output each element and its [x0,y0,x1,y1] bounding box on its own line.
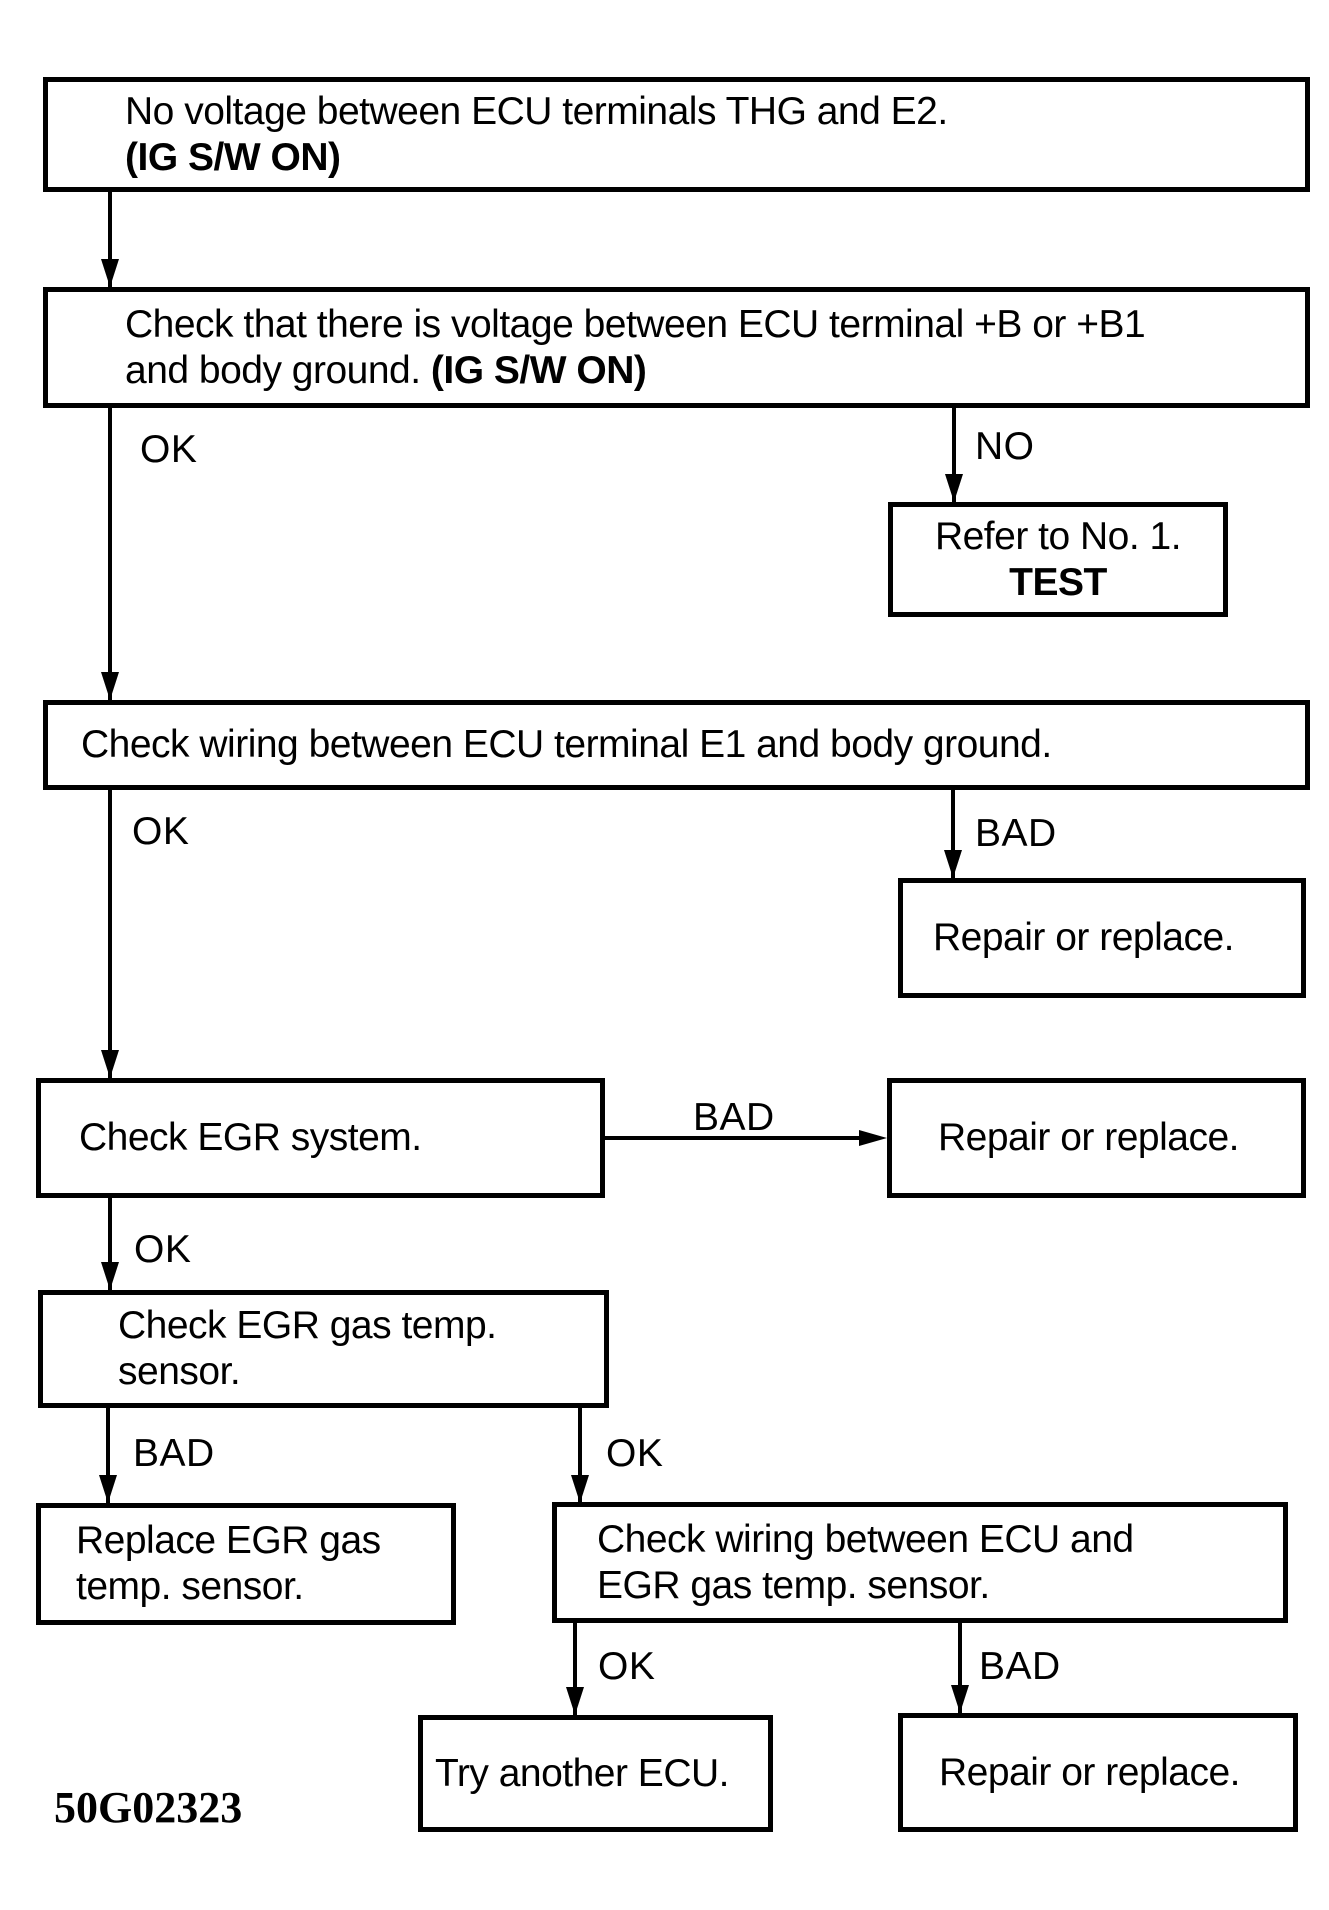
flow-node-refer-test: Refer to No. 1. TEST [888,502,1228,617]
node-text-line-bold: (IG S/W ON) [125,135,341,179]
connector-check-voltage-no [952,408,956,502]
flow-node-repair-1: Repair or replace. [898,878,1306,998]
connector-egr-sensor-bad [106,1408,110,1503]
connector-egr-system-ok [108,1198,112,1290]
connector-wiring-sensor-bad [958,1623,962,1713]
flow-node-repair-3: Repair or replace. [898,1713,1298,1832]
connector-wiring-e1-bad [951,790,955,878]
edge-label-ok-2: OK [132,810,190,853]
node-text-line: Check EGR system. [79,1116,422,1159]
arrowhead-down-icon [571,1475,589,1503]
node-text-line: Try another ECU. [435,1751,729,1795]
flow-node-check-wiring-sensor: Check wiring between ECU and EGR gas tem… [552,1502,1288,1623]
edge-label-no-1: NO [975,425,1035,468]
edge-label-ok-3: OK [134,1228,192,1271]
connector-wiring-sensor-ok [573,1623,577,1715]
arrowhead-down-icon [951,1685,969,1713]
edge-label-ok-5: OK [598,1645,656,1688]
connector-egr-system-bad [605,1136,863,1140]
arrowhead-down-icon [99,1475,117,1503]
flow-node-check-egr-system: Check EGR system. [36,1078,605,1198]
edge-label-bad-2: BAD [693,1096,775,1139]
edge-label-bad-4: BAD [979,1645,1061,1688]
arrowhead-right-icon [859,1130,887,1146]
arrowhead-down-icon [101,259,119,287]
node-text-line: and body ground. (IG S/W ON) [125,348,1305,394]
flow-node-check-egr-sensor: Check EGR gas temp. sensor. [38,1290,609,1408]
figure-code: 50G02323 [54,1783,243,1832]
node-text-line: Refer to No. 1. [934,514,1182,558]
flow-node-repair-2: Repair or replace. [887,1078,1306,1198]
node-text-line: No voltage between ECU terminals THG and… [125,89,948,133]
node-text-line: EGR gas temp. sensor. [597,1563,990,1607]
flow-node-try-another-ecu: Try another ECU. [418,1715,773,1832]
connector-wiring-e1-ok [108,790,112,1078]
node-text-line: sensor. [118,1350,241,1393]
node-text-line: Repair or replace. [938,1116,1239,1159]
arrowhead-down-icon [101,672,119,700]
edge-label-ok-4: OK [606,1432,664,1475]
node-text-line: Check wiring between ECU terminal E1 and… [81,723,1052,766]
node-text-line: Replace EGR gas [76,1519,381,1562]
edge-label-ok-1: OK [140,428,198,471]
node-text-line: Repair or replace. [939,1750,1240,1794]
arrowhead-down-icon [101,1262,119,1290]
node-text-segment-bold: (IG S/W ON) [430,348,647,392]
connector-start-to-check-voltage [108,192,112,287]
flow-node-replace-egr-sensor: Replace EGR gas temp. sensor. [36,1503,456,1625]
node-text-segment: and body ground. [125,348,431,392]
edge-label-bad-3: BAD [133,1432,215,1475]
arrowhead-down-icon [944,850,962,878]
node-text-line: Repair or replace. [933,916,1234,959]
connector-check-voltage-ok [108,408,112,700]
arrowhead-down-icon [566,1687,584,1715]
edge-label-bad-1: BAD [975,812,1057,855]
node-text-line: Check that there is voltage between ECU … [125,302,1146,346]
arrowhead-down-icon [945,474,963,502]
flow-node-check-wiring-e1: Check wiring between ECU terminal E1 and… [43,700,1310,790]
arrowhead-down-icon [101,1050,119,1078]
node-text-line-bold: TEST [1009,560,1107,604]
connector-egr-sensor-ok [578,1408,582,1503]
flow-node-check-voltage: Check that there is voltage between ECU … [43,287,1310,408]
node-text-line: Check EGR gas temp. [118,1304,497,1347]
flow-node-no-voltage: No voltage between ECU terminals THG and… [43,77,1310,192]
node-text-line: Check wiring between ECU and [597,1517,1134,1561]
node-text-line: temp. sensor. [76,1565,304,1608]
